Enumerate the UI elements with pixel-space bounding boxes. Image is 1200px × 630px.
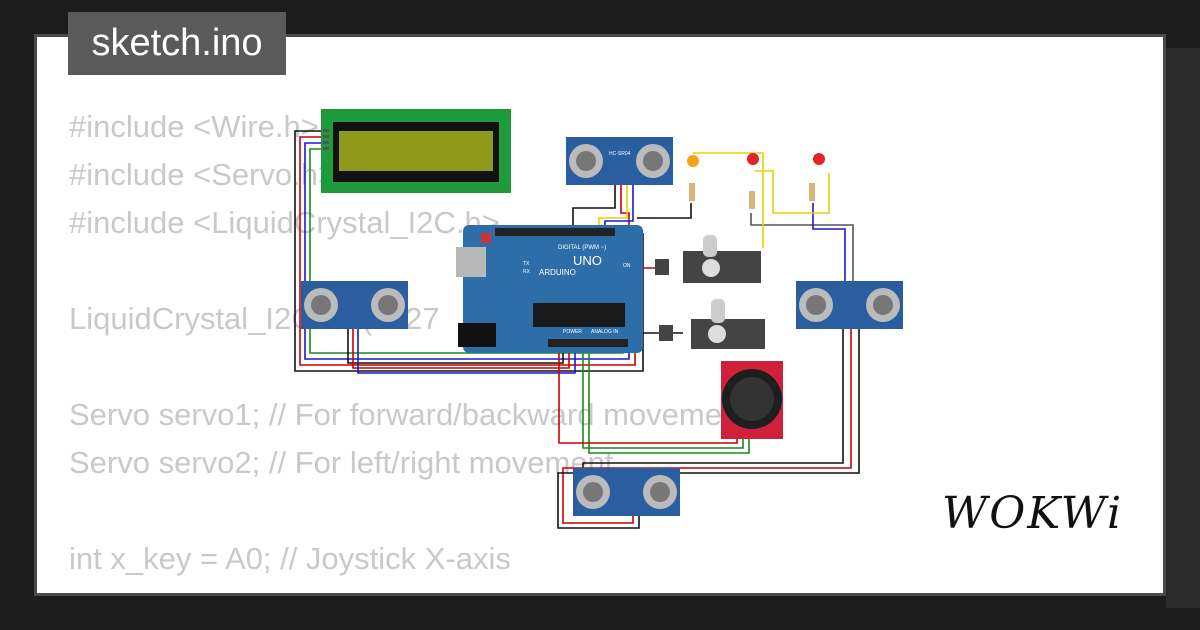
led-yellow: [687, 155, 699, 167]
board-rx-label: RX: [523, 269, 531, 275]
ultrasonic-sensor-bottom: [573, 468, 680, 516]
board-on-label: ON: [623, 263, 631, 269]
leds: [687, 153, 825, 209]
servo-2: [659, 299, 765, 349]
servo-1: [655, 235, 761, 283]
wokwi-logo: WOKWi: [942, 488, 1124, 539]
board-analog-label: ANALOG IN: [591, 329, 619, 335]
led-red-2: [813, 153, 825, 165]
ultrasonic-sensor-top: HC-SR04: [566, 137, 673, 185]
board-power-label: POWER: [563, 329, 582, 335]
arduino-board: DIGITAL (PWM ~) UNO ARDUINO POWER ANALOG…: [456, 225, 643, 353]
preview-card: #include <Wire.h> #include <Servo.h> #incl…: [34, 34, 1166, 596]
led-red-1: [747, 153, 759, 165]
code-line: #include <Servo.h>: [69, 157, 337, 192]
lcd-display: [321, 109, 511, 193]
code-background: #include <Wire.h> #include <Servo.h> #incl…: [69, 103, 748, 593]
board-digital-label: DIGITAL (PWM ~): [558, 245, 606, 251]
code-line: int y_key = A1; // Joystick Y-axis: [69, 583, 748, 593]
joystick: [721, 361, 783, 439]
right-shadow: [1166, 48, 1200, 608]
board-uno-label: UNO: [573, 253, 602, 268]
code-line: #include <LiquidCrystal_I2C.h>: [69, 205, 500, 240]
board-arduino-label: ARDUINO: [539, 268, 576, 277]
ultrasonic-sensor-left: [301, 281, 408, 329]
circuit-diagram: DIGITAL (PWM ~) UNO ARDUINO POWER ANALOG…: [294, 109, 903, 529]
sensor-label: HC-SR04: [609, 151, 631, 157]
board-tx-label: TX: [523, 261, 530, 267]
ultrasonic-sensor-right: [796, 281, 903, 329]
file-name-badge: sketch.ino: [68, 12, 286, 75]
code-line: int x_key = A0; // Joystick X-axis: [69, 541, 511, 576]
code-line: #include <Wire.h>: [69, 109, 319, 144]
